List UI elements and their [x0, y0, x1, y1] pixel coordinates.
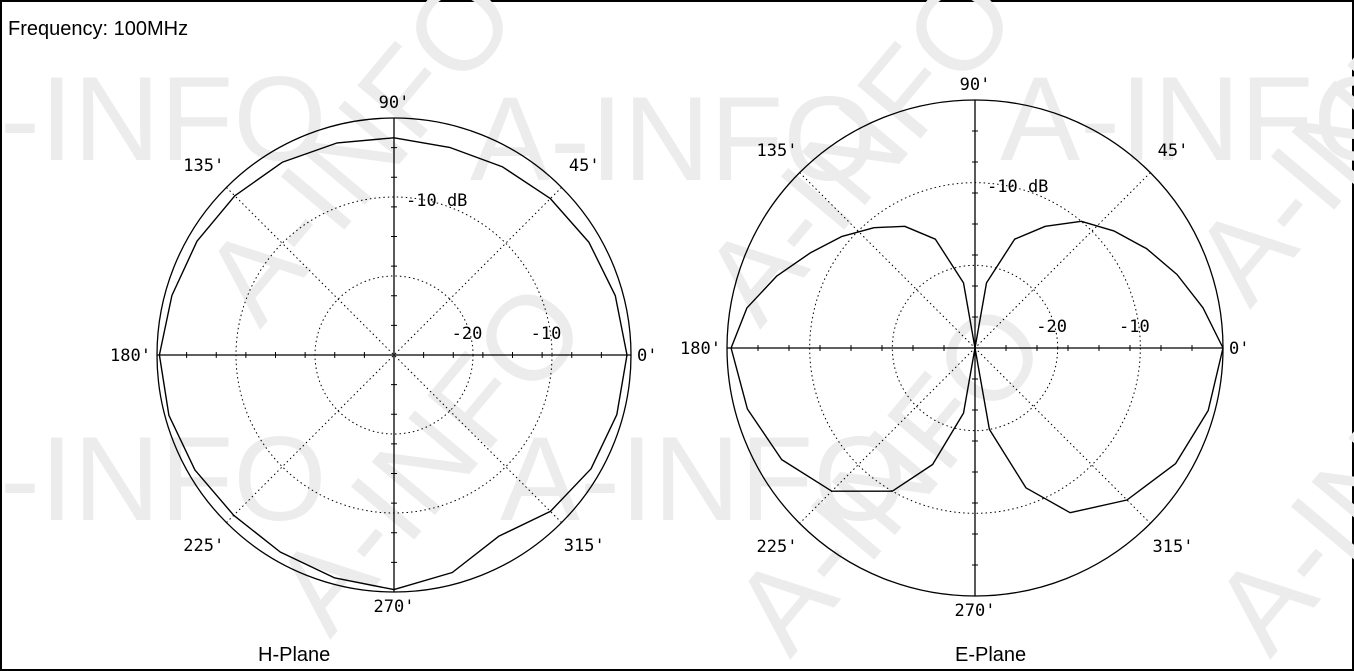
e-plane-radial-label: -20 [1036, 317, 1067, 337]
e-plane-plot: 0' 45' 90' 135' 180' 225' 270' 315' -20 -10 -10 dB [680, 75, 1249, 621]
e-plane-angle-label: 225' [757, 537, 798, 557]
e-plane-radial-label: -10 [1119, 317, 1150, 337]
h-plane-angle-label: 90' [379, 93, 410, 113]
e-plane-angle-label: 270' [955, 601, 996, 621]
frequency-label: Frequency: 100MHz [8, 18, 189, 40]
watermark: A-INFO [500, 412, 907, 546]
h-plane-angle-label: 0' [637, 346, 657, 366]
h-plane-pattern-line [158, 137, 628, 591]
watermark: A-INFO [1187, 279, 1354, 671]
h-plane-db-label: -10 dB [406, 191, 467, 211]
e-plane-angle-label: 45' [1158, 141, 1189, 161]
e-plane-title: E-Plane [955, 644, 1027, 666]
e-plane-angle-label: 90' [960, 75, 991, 95]
h-plane-angle-label: 270' [374, 597, 415, 617]
h-plane-plot: 0' 45' 90' 135' 180' 225' 270' 315' -20 -10 -10 dB [110, 93, 657, 617]
e-plane-angle-label: 315' [1153, 537, 1194, 557]
e-plane-db-label: -10 dB [987, 177, 1048, 197]
h-plane-angle-label: 45' [569, 156, 600, 176]
watermark: A-INFO [0, 52, 327, 186]
watermark: A-INFO [0, 412, 327, 546]
e-plane-angle-label: 180' [680, 339, 721, 359]
h-plane-angle-label: 135' [183, 156, 224, 176]
h-plane-angle-label: 315' [564, 536, 605, 556]
h-plane-title: H-Plane [258, 644, 331, 666]
h-plane-radial-label: -20 [452, 324, 483, 344]
watermark: A-INFO [1000, 52, 1354, 186]
e-plane-angle-label: 0' [1229, 339, 1249, 359]
h-plane-angle-label: 225' [183, 536, 224, 556]
h-plane-radial-label: -10 [531, 324, 562, 344]
watermark: A-INFO [470, 72, 877, 206]
e-plane-pattern-line [730, 220, 1224, 514]
e-plane-angle-label: 135' [757, 141, 798, 161]
h-plane-angle-label: 180' [110, 346, 151, 366]
